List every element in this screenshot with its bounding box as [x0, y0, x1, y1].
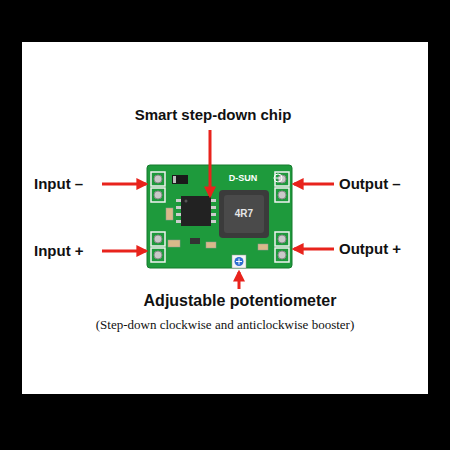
inductor-marking: 4R7: [235, 208, 253, 220]
terminal-label: Input –: [34, 175, 83, 192]
callout-label: Adjustable potentiometer: [144, 292, 337, 310]
note-label: (Step-down clockwise and anticlockwise b…: [96, 318, 354, 333]
callout-label: Smart step-down chip: [135, 106, 292, 123]
terminal-label: Output +: [339, 240, 401, 257]
white-ground: [22, 42, 428, 394]
pointer-arrows: [102, 130, 334, 289]
polarity-mark: [274, 174, 282, 182]
label-slot: Input +: [34, 242, 84, 259]
label-slot: Output +: [339, 240, 401, 257]
inductor: [219, 190, 269, 238]
pcb-board: [147, 165, 292, 268]
board-marking: D-SUN: [229, 173, 258, 183]
label-slot: Output –: [339, 175, 401, 192]
label-slot: (Step-down clockwise and anticlockwise b…: [96, 318, 354, 333]
step-down-chip: [176, 196, 216, 226]
label-slot: Input –: [34, 175, 83, 192]
terminal-label: Output –: [339, 175, 401, 192]
label-slot: Smart step-down chip: [135, 106, 292, 123]
pads: [151, 172, 289, 262]
label-slot: Adjustable potentiometer: [144, 292, 337, 310]
diode: [172, 175, 188, 184]
potentiometer: [232, 255, 246, 268]
label-slot: D-SUN: [229, 173, 258, 183]
label-slot: 4R7: [235, 208, 253, 220]
terminal-label: Input +: [34, 242, 84, 259]
